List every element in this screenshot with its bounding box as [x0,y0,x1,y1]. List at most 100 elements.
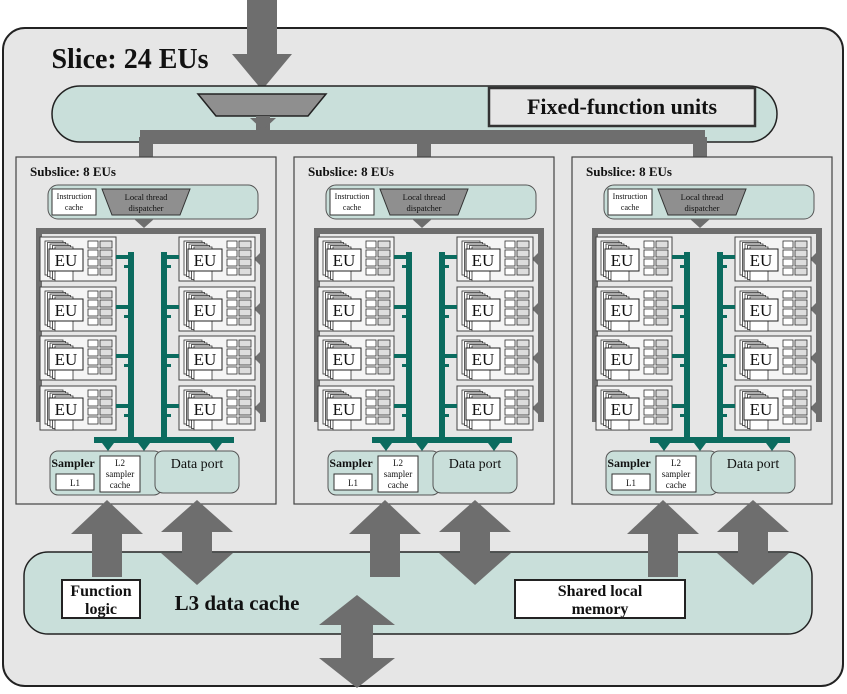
instruction-cache [329,188,375,216]
eu-pipe-block [782,258,794,267]
eu-pipe-block [87,249,99,258]
eu-7: EU [178,385,256,431]
sampler-arrow-1 [71,500,143,577]
data-port-label: Data port [727,457,780,472]
eu-2: EU [595,286,673,332]
eu-pipe-block [655,267,669,276]
eu-pipe-block [226,240,238,249]
data-bus-stub [720,414,727,417]
eu-label: EU [472,301,495,320]
eu-pipe-block [643,339,655,348]
eu-label: EU [55,400,78,419]
data-bus-stub [720,404,735,408]
eu-pipe-block [238,308,252,317]
eu-pipe-block [87,398,99,407]
data-bus-vertical [128,252,134,442]
eu-pipe-block [238,389,252,398]
eu-pipe-block [794,317,808,326]
dispatch-stem-head [250,118,276,130]
data-bus-arrow [138,443,150,451]
eu-pipe-block [782,339,794,348]
eu-pipe-block [794,240,808,249]
dispatch-tick [532,253,538,265]
eu-pipe-block [377,389,391,398]
eu-label: EU [333,400,356,419]
eu-pipe-block [504,366,516,375]
eu-label: EU [472,350,495,369]
eu-core [48,347,84,371]
eu-pipe-block [655,258,669,267]
eu-pipe-block [643,249,655,258]
dispatch-tick [810,303,816,315]
sampler-label: Sampler [329,456,373,470]
eu-pipe-block [87,339,99,348]
eu-pipe-block [87,389,99,398]
data-bus-stub [442,315,449,318]
memory-arrow [319,595,395,688]
data-bus-stub [164,315,171,318]
eu-5: EU [456,335,534,381]
dispatch-bracket-left [314,228,320,422]
data-bus-stub [402,414,409,417]
eu-pipe-block [377,290,391,299]
l2-label: cache [666,480,686,490]
eu-pipe-block [99,398,113,407]
eu-6: EU [317,385,395,431]
eu-pipe-block [99,348,113,357]
eu-pipe-block [365,249,377,258]
data-bus-stub [442,305,457,309]
eu-pipe-block [87,290,99,299]
function-logic-box [61,579,141,619]
eu-pipe-block [238,416,252,425]
eu-pipe-block [782,249,794,258]
eu-pipe-block [99,249,113,258]
dispatch-tick [532,402,538,414]
eu-pipe-block [365,366,377,375]
instruction-cache-label: cache [343,203,362,212]
eu-pipe-block [99,366,113,375]
eu-pipe-block [226,267,238,276]
dispatcher-label: dispatcher [685,203,720,213]
eu-5: EU [734,335,812,381]
l1-cache [333,473,373,491]
data-bus-horizontal [94,437,234,443]
eu-pipe-block [655,249,669,258]
eu-pipe-block [87,299,99,308]
dispatch-tick [532,303,538,315]
eu-pipe-block [365,240,377,249]
eu-pipe-block [504,348,516,357]
data-bus-stub [442,404,457,408]
data-bus-stub [164,354,179,358]
dataport-arrow-3 [717,500,789,585]
eu-pipe-block [99,416,113,425]
data-bus-arrow [416,443,428,451]
eu-pipe-block [516,357,530,366]
l1-cache [611,473,651,491]
l3-data-cache-band [23,551,813,635]
dispatcher-label: Local thread [125,192,168,202]
eu-pipe-block [99,339,113,348]
data-bus-stub [124,315,131,318]
eu-pipe-block [238,348,252,357]
eu-pipe-block [516,267,530,276]
eu-pipe-block [504,290,516,299]
l3-data-cache-label: L3 data cache [175,591,300,615]
eu-pipe-block [99,308,113,317]
eu-label: EU [750,400,773,419]
eu-pipe-block [238,240,252,249]
data-port [432,450,518,494]
shared-local-memory-label: Shared local [558,583,643,600]
eu-pipe-block [516,366,530,375]
eu-core [743,347,779,371]
data-bus-stub [402,265,409,268]
l1-label: L1 [70,478,80,488]
subslice-title: Subslice: 8 EUs [586,164,672,179]
eu-7: EU [456,385,534,431]
eu-core [743,298,779,322]
data-bus-stub [720,305,735,309]
eu-pipe-block [99,258,113,267]
eu-pipe-block [238,290,252,299]
l2-label: cache [110,480,130,490]
eu-pipe-block [238,249,252,258]
